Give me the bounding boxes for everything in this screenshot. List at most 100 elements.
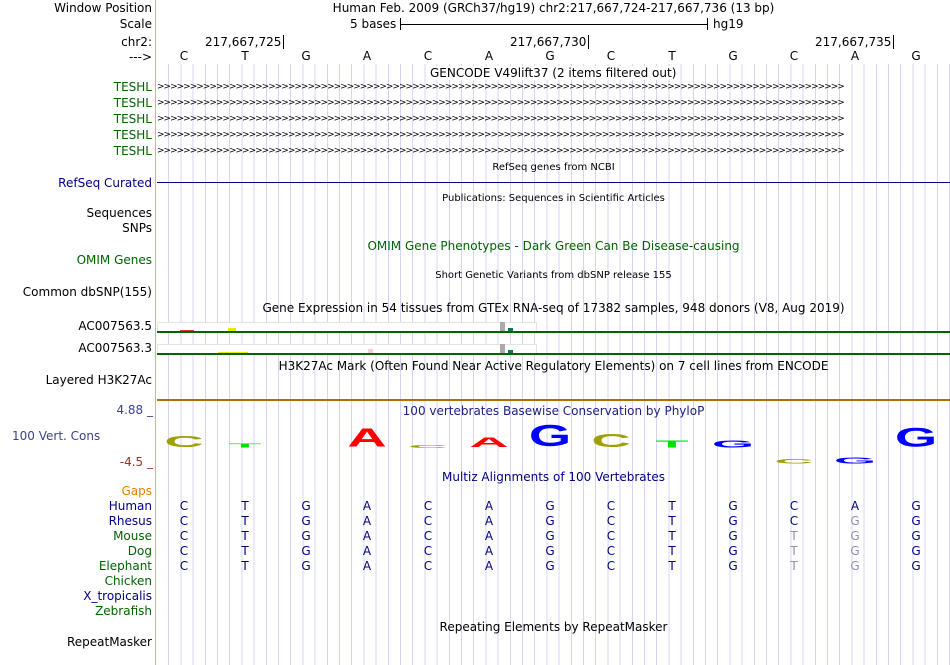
window-position-label: Window Position bbox=[54, 1, 152, 15]
aligned-base: G bbox=[911, 529, 921, 543]
cons-max-label: 4.88 _ bbox=[116, 403, 153, 417]
aligned-base: C bbox=[179, 499, 189, 513]
aligned-base: T bbox=[668, 529, 676, 543]
ruler-base: C bbox=[789, 49, 799, 63]
species-label[interactable]: X_tropicalis bbox=[83, 589, 152, 603]
aligned-base: G bbox=[545, 544, 555, 558]
refseq-curated-label[interactable]: RefSeq Curated bbox=[58, 176, 152, 190]
gtex-divider bbox=[157, 331, 950, 333]
ruler-base: A bbox=[484, 49, 494, 63]
multiz-title: Multiz Alignments of 100 Vertebrates bbox=[441, 470, 666, 484]
aligned-base: G bbox=[301, 514, 311, 528]
species-label[interactable]: Rhesus bbox=[108, 514, 152, 528]
repeatmasker-title: Repeating Elements by RepeatMasker bbox=[439, 620, 668, 634]
ruler-base: A bbox=[362, 49, 372, 63]
species-label[interactable]: Mouse bbox=[113, 529, 152, 543]
ruler-base: C bbox=[606, 49, 616, 63]
ruler-base: G bbox=[728, 49, 738, 63]
ruler-base: G bbox=[545, 49, 555, 63]
aligned-base: A bbox=[362, 499, 372, 513]
ruler-base: G bbox=[911, 49, 921, 63]
teshl-transcript[interactable]: >>>>>>>>>>>>>>>>>>>>>>>>>>>>>>>>>>>>>>>>… bbox=[157, 98, 845, 108]
aligned-base: T bbox=[241, 544, 249, 558]
dbsnp-title: Short Genetic Variants from dbSNP releas… bbox=[435, 270, 672, 281]
snps-label[interactable]: SNPs bbox=[122, 221, 152, 235]
refseq-gene-line[interactable] bbox=[157, 182, 950, 183]
aligned-base: G bbox=[850, 559, 860, 573]
conservation-base: G bbox=[711, 438, 755, 450]
coord-tick-1: 217,667,725 bbox=[205, 35, 285, 49]
ruler-base: T bbox=[241, 49, 249, 63]
aligned-base: C bbox=[179, 559, 189, 573]
aligned-base: C bbox=[789, 499, 799, 513]
phylop-title: 100 vertebrates Basewise Conservation by… bbox=[402, 404, 705, 418]
teshl-label[interactable]: TESHL bbox=[113, 128, 152, 142]
teshl-transcript[interactable]: >>>>>>>>>>>>>>>>>>>>>>>>>>>>>>>>>>>>>>>>… bbox=[157, 130, 845, 140]
omim-title: OMIM Gene Phenotypes - Dark Green Can Be… bbox=[367, 239, 740, 253]
aligned-base: T bbox=[241, 529, 249, 543]
aligned-base: C bbox=[423, 514, 433, 528]
aligned-base: T bbox=[790, 544, 798, 558]
omim-genes-label[interactable]: OMIM Genes bbox=[76, 253, 152, 267]
aligned-base: C bbox=[606, 529, 616, 543]
scale-text: 5 bases bbox=[350, 17, 397, 31]
aligned-base: G bbox=[850, 514, 860, 528]
ruler-base: T bbox=[668, 49, 676, 63]
aligned-base: G bbox=[301, 559, 311, 573]
layered-h3k27ac-label[interactable]: Layered H3K27Ac bbox=[45, 373, 152, 387]
common-dbsnp-label[interactable]: Common dbSNP(155) bbox=[22, 285, 152, 299]
teshl-label[interactable]: TESHL bbox=[113, 144, 152, 158]
repeatmasker-label[interactable]: RepeatMasker bbox=[66, 635, 152, 649]
aligned-base: G bbox=[911, 499, 921, 513]
conservation-base: T bbox=[228, 443, 262, 449]
aligned-base: C bbox=[789, 514, 799, 528]
species-label[interactable]: Dog bbox=[127, 544, 152, 558]
aligned-base: C bbox=[423, 499, 433, 513]
cons-track-label[interactable]: 100 Vert. Cons bbox=[12, 429, 101, 443]
teshl-label[interactable]: TESHL bbox=[113, 80, 152, 94]
aligned-base: T bbox=[668, 499, 676, 513]
aligned-base: G bbox=[728, 559, 738, 573]
conservation-base: A bbox=[347, 424, 387, 453]
coord-tick-3: 217,667,735 bbox=[815, 35, 895, 49]
aligned-base: C bbox=[606, 499, 616, 513]
aligned-base: T bbox=[241, 559, 249, 573]
teshl-transcript[interactable]: >>>>>>>>>>>>>>>>>>>>>>>>>>>>>>>>>>>>>>>>… bbox=[157, 114, 845, 124]
gtex-divider-2 bbox=[157, 353, 950, 355]
aligned-base: T bbox=[241, 499, 249, 513]
aligned-base: T bbox=[668, 559, 676, 573]
aligned-base: G bbox=[911, 544, 921, 558]
sequences-label[interactable]: Sequences bbox=[86, 206, 152, 220]
teshl-label[interactable]: TESHL bbox=[113, 112, 152, 126]
aligned-base: G bbox=[850, 544, 860, 558]
window-position: Human Feb. 2009 (GRCh37/hg19) chr2:217,6… bbox=[332, 1, 775, 15]
scale-label: Scale bbox=[119, 17, 152, 31]
teshl-transcript[interactable]: >>>>>>>>>>>>>>>>>>>>>>>>>>>>>>>>>>>>>>>>… bbox=[157, 146, 845, 156]
gaps-label[interactable]: Gaps bbox=[121, 484, 152, 498]
gtex-title: Gene Expression in 54 tissues from GTEx … bbox=[262, 301, 845, 315]
coord-tick-2: 217,667,730 bbox=[510, 35, 590, 49]
aligned-base: C bbox=[179, 514, 189, 528]
ruler-base: G bbox=[301, 49, 311, 63]
aligned-base: A bbox=[484, 499, 494, 513]
aligned-base: C bbox=[423, 544, 433, 558]
aligned-base: G bbox=[728, 514, 738, 528]
species-label[interactable]: Human bbox=[108, 499, 152, 513]
teshl-transcript[interactable]: >>>>>>>>>>>>>>>>>>>>>>>>>>>>>>>>>>>>>>>>… bbox=[157, 82, 845, 92]
aligned-base: C bbox=[606, 544, 616, 558]
aligned-base: C bbox=[423, 529, 433, 543]
aligned-base: G bbox=[545, 529, 555, 543]
scale-bar bbox=[400, 18, 708, 30]
aligned-base: G bbox=[545, 499, 555, 513]
h3k27ac-baseline bbox=[157, 399, 950, 401]
aligned-base: G bbox=[301, 529, 311, 543]
ac007563-3-label[interactable]: AC007563.3 bbox=[78, 341, 152, 355]
species-label[interactable]: Chicken bbox=[104, 574, 152, 588]
species-label[interactable]: Elephant bbox=[98, 559, 152, 573]
teshl-label[interactable]: TESHL bbox=[113, 96, 152, 110]
aligned-base: G bbox=[301, 499, 311, 513]
ac007563-5-label[interactable]: AC007563.5 bbox=[78, 319, 152, 333]
species-label[interactable]: Zebrafish bbox=[95, 604, 152, 618]
aligned-base: C bbox=[179, 529, 189, 543]
aligned-base: T bbox=[668, 544, 676, 558]
